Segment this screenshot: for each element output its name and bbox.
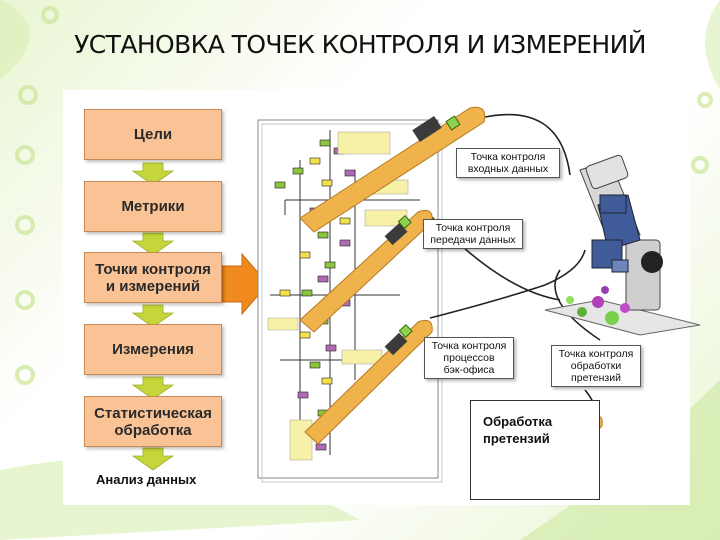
claims-processing-title: Обработка претензий <box>483 414 553 446</box>
stage-measurements: Измерения <box>84 324 222 375</box>
thermometer-3 <box>304 319 433 445</box>
stage-metrics: Метрики <box>84 181 222 232</box>
down-arrow <box>131 162 175 186</box>
control-point-claims-label: Точка контроля обработки претензий <box>551 345 641 387</box>
thermometer-1 <box>299 106 486 233</box>
control-point-backoffice-label: Точка контроля процессов бэк-офиса <box>424 337 514 379</box>
control-point-input-label: Точка контроля входных данных <box>456 148 560 178</box>
stage-goals: Цели <box>84 109 222 160</box>
slide-title: УСТАНОВКА ТОЧЕК КОНТРОЛЯ И ИЗМЕРЕНИЙ <box>74 30 646 59</box>
down-arrow <box>131 447 175 471</box>
control-point-transfer-label: Точка контроля передачи данных <box>423 219 523 249</box>
claims-processing-box: Обработка претензий <box>470 400 600 500</box>
stage-data-analysis: Анализ данных <box>96 472 197 487</box>
down-arrow <box>131 376 175 400</box>
down-arrow <box>131 304 175 328</box>
big-pointer-arrow <box>221 252 269 316</box>
down-arrow <box>131 232 175 256</box>
microscope-icon <box>544 154 701 336</box>
